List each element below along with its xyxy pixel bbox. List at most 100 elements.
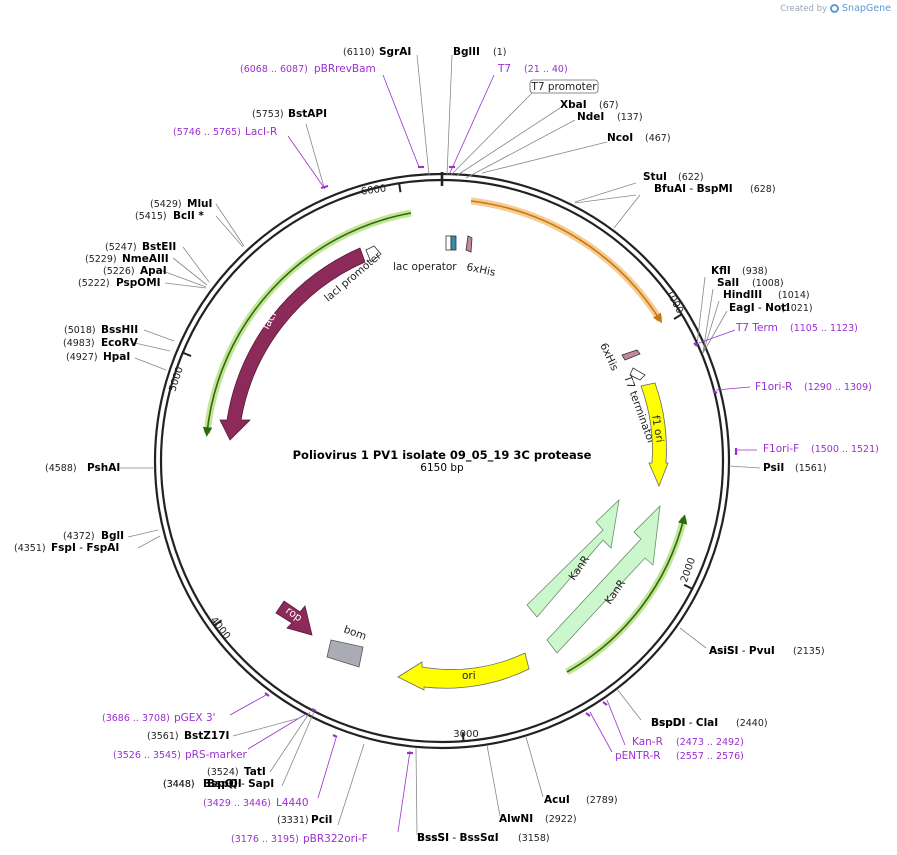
map-length: 6150 bp bbox=[420, 462, 464, 474]
primer-name-pgex3: pGEX 3' bbox=[174, 712, 216, 724]
site-pos: (3158) bbox=[518, 833, 550, 844]
feature-6xhis-1[interactable]: 6xHis bbox=[465, 235, 496, 279]
leader-line bbox=[134, 357, 167, 371]
leader-line bbox=[616, 688, 642, 721]
site-name-mlui: MluI bbox=[187, 198, 212, 210]
tick-mark bbox=[461, 732, 465, 742]
primer-range: (1290 .. 1309) bbox=[804, 382, 872, 393]
t7-promoter-label: T7 promoter bbox=[530, 81, 597, 93]
primer-name-pbrrevbam: pBRrevBam bbox=[314, 63, 376, 75]
leader-line bbox=[134, 342, 171, 352]
site-name-ndei: NdeI bbox=[577, 111, 604, 123]
tick-label: 3000 bbox=[453, 729, 478, 740]
site-pos: (5226) bbox=[103, 266, 135, 277]
site-pos: (5429) bbox=[150, 199, 182, 210]
primer-name-pentrr: pENTR-R bbox=[615, 750, 661, 762]
site-name-nmeaiii: NmeAIII bbox=[122, 253, 169, 265]
green-highlight-arc-left bbox=[202, 209, 412, 437]
leader-line bbox=[143, 329, 175, 342]
label-leaders bbox=[120, 54, 761, 836]
site-pos: (5018) bbox=[64, 325, 96, 336]
primer-range: (21 .. 40) bbox=[524, 64, 568, 75]
feature-lacI[interactable]: lacI bbox=[219, 247, 366, 441]
site-name-apai: ApaI bbox=[140, 265, 167, 277]
orange-highlight-arc bbox=[470, 197, 663, 324]
primer-mark bbox=[332, 734, 338, 738]
leader-line bbox=[450, 91, 534, 176]
leader-line bbox=[382, 74, 420, 168]
snapgene-branding: Created by SnapGene bbox=[780, 3, 891, 14]
primer-mark bbox=[264, 692, 270, 697]
site-name-hindiii: HindIII bbox=[723, 289, 762, 301]
leader-line bbox=[606, 699, 626, 746]
leader-line bbox=[702, 288, 714, 353]
primer-range: (3176 .. 3195) bbox=[231, 834, 299, 845]
site-name-alwni: AlwNI bbox=[499, 813, 533, 825]
primer-range: (1500 .. 1521) bbox=[811, 444, 879, 455]
site-name-bsssi: BssSI - BssSαI bbox=[417, 832, 499, 844]
primer-name-f1orif: F1ori-F bbox=[763, 443, 799, 455]
site-name-asisi: AsiSI bbox=[709, 645, 738, 657]
site-pos: (622) bbox=[678, 172, 704, 183]
site-name-bsteii: BstEII bbox=[142, 241, 176, 253]
lac-operator-label: lac operator bbox=[393, 261, 457, 273]
tick-mark bbox=[673, 313, 683, 320]
site-name-bglii: BglII bbox=[453, 46, 480, 58]
primer-mark bbox=[693, 342, 698, 347]
primer-name-pbr322orif: pBR322ori-F bbox=[303, 833, 368, 845]
leader-line bbox=[702, 310, 728, 354]
primer-mark bbox=[712, 390, 718, 394]
site-pos: (3448) bbox=[163, 779, 195, 790]
backbone bbox=[153, 172, 731, 750]
site-name-kfli: KflI bbox=[711, 265, 731, 277]
leader-line bbox=[455, 107, 561, 177]
site-name-pcii: PciI bbox=[311, 814, 332, 826]
primer-range: (3686 .. 3708) bbox=[102, 713, 170, 724]
site-pos: (5229) bbox=[85, 254, 117, 265]
f1-ori-label: f1 ori bbox=[649, 414, 666, 443]
primer-name-l4440: L4440 bbox=[276, 797, 309, 809]
site-name-fspi: FspI - FspAI bbox=[51, 542, 119, 554]
site-name-bspdi: BspDI bbox=[651, 717, 685, 729]
leader-line bbox=[696, 276, 706, 346]
leader-line bbox=[159, 269, 207, 288]
feature-bom[interactable]: bom bbox=[326, 624, 368, 668]
site-pos: (6110) bbox=[343, 47, 375, 58]
site-name-tati: TatI bbox=[244, 766, 266, 778]
primer-name-t7: T7 bbox=[497, 63, 511, 75]
site-pos: (5753) bbox=[252, 109, 284, 120]
feature-kanR-1[interactable]: KanR bbox=[526, 498, 620, 618]
leader-line bbox=[613, 194, 641, 229]
leader-line bbox=[525, 736, 544, 798]
t7-promoter-box bbox=[529, 79, 599, 94]
site-pos: (938) bbox=[742, 266, 768, 277]
feature-lac-operator[interactable]: lac operator bbox=[393, 235, 457, 273]
site-name-stui: StuI bbox=[643, 171, 667, 183]
bom-label: bom bbox=[342, 624, 368, 643]
tick-mark bbox=[182, 351, 192, 358]
feature-f1-ori[interactable]: f1 ori bbox=[640, 382, 669, 488]
leader-line bbox=[287, 135, 326, 190]
primer-range: (5746 .. 5765) bbox=[173, 127, 241, 138]
site-name-sali: SalI bbox=[717, 277, 739, 289]
primer-name-f1orir: F1ori-R bbox=[755, 381, 792, 393]
tick-mark bbox=[683, 583, 693, 590]
feature-ori[interactable]: ori bbox=[397, 652, 530, 691]
site-pos: (467) bbox=[645, 133, 671, 144]
site-pos: (1014) bbox=[778, 290, 810, 301]
tick-mark bbox=[398, 183, 402, 193]
primer-range: (2473 .. 2492) bbox=[676, 737, 744, 748]
site-name-asisi: AsiSI - PvuI bbox=[709, 645, 775, 657]
leader-line bbox=[317, 737, 337, 799]
site-pos: (5247) bbox=[105, 242, 137, 253]
feature-rop[interactable]: rop bbox=[275, 600, 313, 636]
primer-mark bbox=[602, 701, 608, 706]
site-name-bstapi: BstAPI bbox=[288, 108, 327, 120]
site-pos: (67) bbox=[599, 100, 619, 111]
leader-line bbox=[715, 386, 751, 391]
site-pos: (2922) bbox=[545, 814, 577, 825]
primer-range: (1105 .. 1123) bbox=[790, 323, 858, 334]
primer-mark bbox=[311, 708, 317, 712]
site-pos: (5222) bbox=[78, 278, 110, 289]
